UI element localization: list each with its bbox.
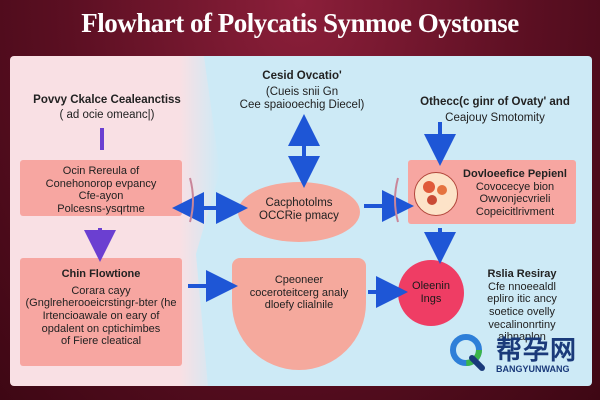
node-right-box-line3: Owvonjecvrieli (479, 193, 551, 206)
node-top-left-line2: ( ad ocie omeanc|) (59, 109, 155, 122)
node-right-text-line6: aibnaplon (498, 331, 546, 344)
node-right-circle-line2: Ings (420, 292, 442, 305)
node-center-ellipse-line1: Cacphotolms (265, 197, 333, 209)
watermark-q-icon (450, 334, 485, 371)
node-right-circle-line1: Oleenin (412, 280, 450, 292)
node-top-center-line2: (Cueis snii Gn (265, 86, 339, 99)
node-left-bottom-box: Chin Flowtione Corara cayy (Gnglreherooe… (20, 258, 182, 366)
node-left-box-line2: Conehonorop evpancy (45, 177, 157, 190)
node-bottom-center-line3: dloefy clialnile (264, 299, 334, 312)
node-left-bottom-box-line2: Corara cayy (71, 284, 131, 297)
watermark-logo: 帮孕网 BANGYUNWANG (448, 330, 588, 380)
node-right-text-line4: soetice ovelly (488, 305, 556, 318)
node-right-text-line3: epliro itic ancy (487, 293, 557, 306)
node-right-box-line1: Dovloeefice Pepienl (463, 168, 567, 180)
node-right-circle: Oleenin Ings (398, 260, 464, 326)
node-top-right-line2: Ceajouy Smotomity (445, 112, 545, 125)
node-right-text-line2: Cfe nnoeealdl (488, 280, 556, 293)
bracket-right (394, 177, 399, 223)
node-right-box: Dovloeefice Pepienl Covocecye bion Owvon… (408, 160, 576, 224)
node-bottom-center-line2: coceroteitcerg analy (249, 286, 349, 299)
ovary-cells-icon (414, 172, 458, 216)
node-left-box-line1: Ocin Rereula of (62, 165, 140, 177)
node-left-box: Ocin Rereula of Conehonorop evpancy Cfe-… (20, 160, 182, 216)
node-right-box-line4: Copeicitlrivment (475, 205, 555, 218)
node-right-text: Rslia Resiray Cfe nnoeealdl epliro itic … (462, 268, 582, 344)
node-left-bottom-box-line6: of Fiere cleatical (60, 335, 142, 348)
node-top-center-line1: Cesid Ovcatio' (262, 70, 342, 82)
node-left-box-line4: Polcesns-ysqrtme (57, 202, 145, 215)
node-right-text-line5: vecalinonrtiny (488, 318, 556, 331)
node-bottom-center-line1: Cpeoneer (274, 274, 324, 286)
node-top-left-line1: Povvy Ckalce Cealeanctiss (33, 94, 181, 106)
watermark-en-text: BANGYUNWANG (496, 364, 570, 374)
diagram-title: Flowhart of Polycatis Synmoe Oystonse (81, 8, 519, 38)
node-left-bottom-box-line3: (Gnglreherooeicrstingr-bter (he (25, 297, 177, 310)
node-center-ellipse-line2: OCCRie pmacy (259, 210, 339, 223)
node-right-text-line1: Rslia Resiray (487, 268, 557, 280)
node-center-ellipse: Cacphotolms OCCRie pmacy (238, 182, 360, 242)
node-top-left: Povvy Ckalce Cealeanctiss ( ad ocie omea… (14, 94, 200, 122)
node-left-bottom-box-line5: opdalent on cptichimbes (41, 322, 161, 335)
watermark-cn-text: 帮孕网 (496, 336, 578, 366)
node-top-right-line1: Othecc(c ginr of Ovaty' and (420, 96, 570, 108)
node-top-center-line3: Cee spaiooechig Diecel) (239, 99, 365, 112)
node-bottom-center: Cpeoneer coceroteitcerg analy dloefy cli… (232, 258, 366, 370)
node-right-box-line2: Covocecye bion (475, 180, 555, 193)
bracket-left (189, 177, 194, 223)
node-top-right: Othecc(c ginr of Ovaty' and Ceajouy Smot… (405, 96, 585, 125)
node-left-bottom-box-line1: Chin Flowtione (61, 268, 141, 280)
node-top-center: Cesid Ovcatio' (Cueis snii Gn Cee spaioo… (222, 70, 382, 113)
node-left-box-line3: Cfe-ayon (78, 190, 124, 203)
node-left-bottom-box-line4: Irtencioawale on eary of (42, 309, 160, 322)
